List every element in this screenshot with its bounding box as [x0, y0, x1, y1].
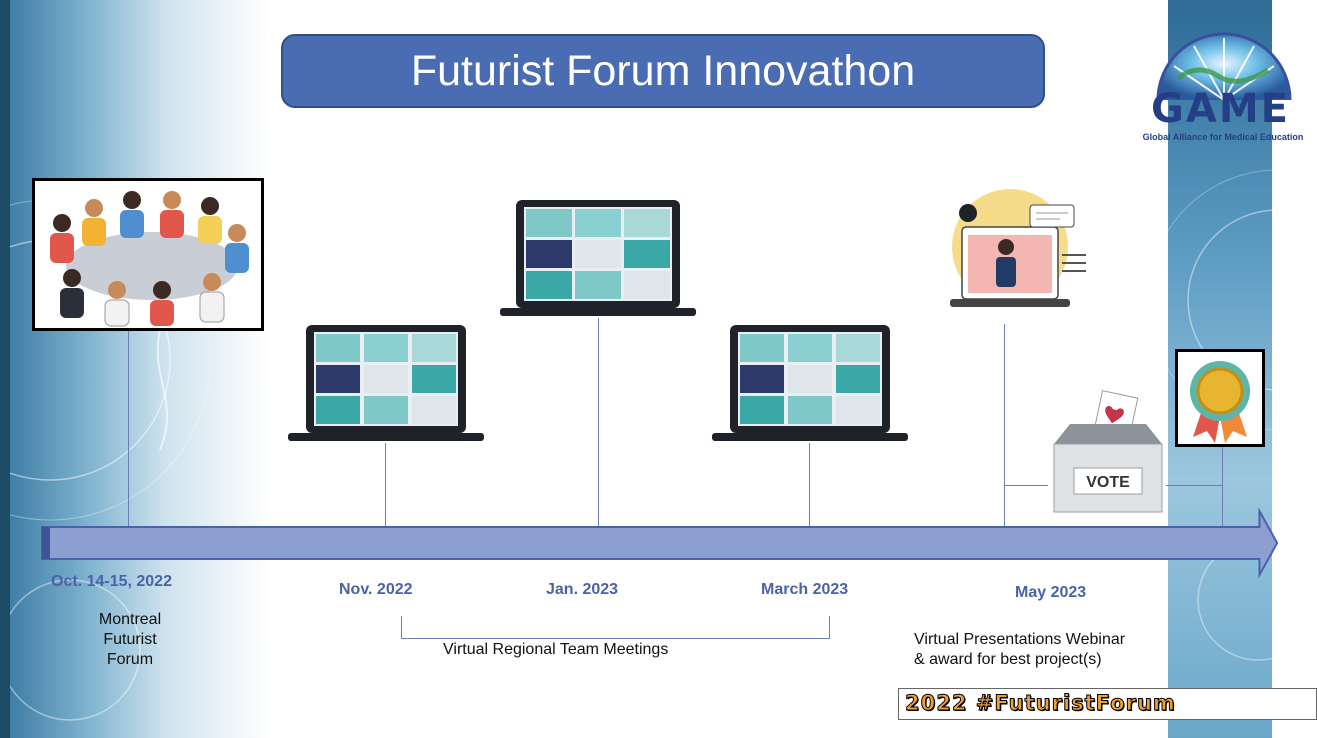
vote-box-illustration: VOTE: [1053, 390, 1163, 513]
connector-march: [809, 443, 810, 527]
laptop-video-call-march: [712, 325, 908, 441]
date-oct-2022: Oct. 14-15, 2022: [51, 573, 172, 590]
caption-line: Forum: [106, 651, 154, 668]
webinar-presenter-illustration: [950, 189, 1086, 307]
hashtag-text: 2022 #FuturistForum: [905, 691, 1176, 716]
right-white-margin: [1272, 0, 1317, 738]
award-medal-illustration: [1175, 349, 1265, 447]
left-edge-band: [0, 0, 12, 738]
connector-may: [1004, 324, 1005, 527]
date-may-2023: May 2023: [1015, 584, 1087, 601]
montreal-caption: Montreal Futurist Forum: [80, 610, 180, 670]
connector-nov: [385, 443, 386, 527]
bracket-left: [401, 616, 402, 638]
laptop-video-call-jan: [500, 200, 696, 316]
laptop-video-call-nov: [288, 325, 484, 441]
connector-may-to-vote: [1004, 485, 1048, 486]
game-logo: GAME Global Alliance for Medical Educati…: [1138, 8, 1308, 148]
globe-icon: [1156, 32, 1292, 101]
attendee-figures: [50, 191, 249, 327]
vote-label: VOTE: [1086, 474, 1130, 491]
meeting-illustration: [32, 178, 264, 331]
connector-medal: [1222, 447, 1223, 527]
logo-wordmark: GAME: [1151, 86, 1290, 132]
hashtag-banner: 2022 #FuturistForum: [898, 688, 1317, 720]
connector-vote-to-medal: [1166, 485, 1222, 486]
page-title: Futurist Forum Innovathon: [410, 46, 916, 95]
caption-line: Virtual Presentations Webinar: [914, 631, 1126, 648]
bracket-bottom: [401, 638, 830, 639]
timeline-arrow: [40, 507, 1279, 579]
date-nov-2022: Nov. 2022: [339, 581, 413, 598]
title-banner: Futurist Forum Innovathon: [281, 34, 1045, 108]
bracket-label: Virtual Regional Team Meetings: [443, 641, 669, 658]
webinar-caption: Virtual Presentations Webinar & award fo…: [914, 630, 1144, 670]
caption-line: Futurist: [103, 631, 157, 648]
connector-oct: [128, 331, 129, 527]
caption-line: Montreal: [98, 611, 162, 628]
bracket-right: [829, 616, 830, 638]
date-march-2023: March 2023: [761, 581, 849, 598]
caption-line: & award for best project(s): [914, 651, 1102, 668]
connector-jan: [598, 318, 599, 527]
date-jan-2023: Jan. 2023: [546, 581, 619, 598]
logo-tagline: Global Alliance for Medical Education: [1142, 132, 1304, 142]
